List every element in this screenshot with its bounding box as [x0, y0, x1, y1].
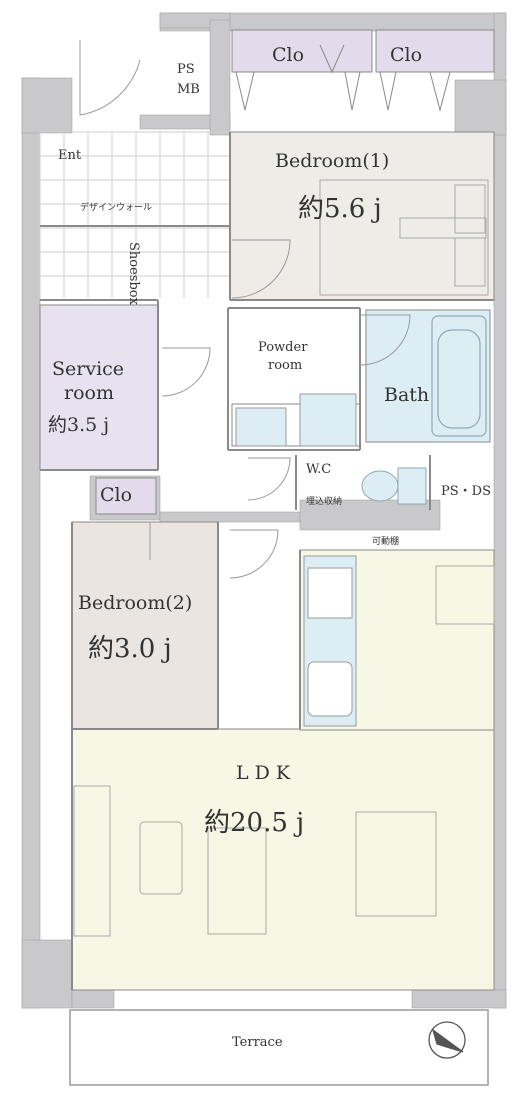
basin	[235, 407, 287, 447]
closet2-label: Clo	[100, 484, 133, 506]
wall-left-top-column	[21, 77, 73, 134]
stove-icon	[307, 567, 353, 619]
terrace-area	[69, 1009, 489, 1086]
ldk-furniture	[73, 565, 495, 937]
door-swings	[79, 40, 411, 579]
wall-right-column	[454, 79, 507, 136]
wall-left	[21, 77, 41, 1009]
ps-mb-label-1: PS	[177, 62, 195, 77]
powder-name-2: room	[268, 358, 303, 373]
ps-mb-label-2: MB	[177, 82, 200, 97]
ldk-floor	[71, 728, 495, 991]
washer	[299, 393, 357, 447]
built-in-storage-label: 埋込収納	[306, 497, 343, 507]
wall-psmb	[209, 19, 231, 136]
ps-ds-label: PS・DS	[441, 484, 491, 499]
ldk-size: 約20.5 j	[204, 808, 305, 838]
design-wall-label: デザインウォール	[80, 203, 153, 213]
dining-table	[355, 811, 437, 917]
bath-floor	[365, 309, 491, 443]
toilet-icon	[361, 467, 427, 505]
bedroom1-size: 約5.6 j	[298, 194, 382, 224]
terrace-label: Terrace	[232, 1035, 283, 1050]
bath-door-swing	[359, 314, 411, 366]
bed	[319, 179, 489, 296]
fridge-space	[435, 565, 495, 625]
wall-right	[493, 12, 507, 1009]
closet2-floor	[95, 477, 157, 515]
wall-bed2-top	[159, 511, 301, 523]
closet1b-label: Clo	[390, 44, 423, 66]
bedroom2-name: Bedroom(2)	[78, 592, 193, 614]
powder-fixtures	[235, 393, 357, 447]
sofa	[207, 827, 267, 935]
entrance-door-swing	[79, 40, 141, 116]
wall-bottom-left	[71, 989, 115, 1009]
wall-bottom-right	[411, 989, 507, 1009]
service-name-1: Service	[52, 358, 125, 380]
bathtub-icon	[431, 315, 487, 437]
low-table	[139, 821, 183, 895]
bedroom1-name: Bedroom(1)	[275, 150, 390, 172]
service-room-floor	[39, 304, 159, 471]
bedroom2-size: 約3.0 j	[88, 634, 172, 664]
bath-name: Bath	[384, 384, 430, 406]
bedroom2-floor	[71, 521, 219, 730]
tv-board	[73, 785, 111, 937]
wall-left-column	[21, 939, 73, 1009]
powder-name-1: Powder	[258, 340, 308, 355]
closet1a-label: Clo	[272, 44, 305, 66]
bedroom1-door-swing	[231, 239, 291, 299]
closet1a-floor	[231, 29, 373, 73]
sink-icon	[307, 661, 353, 717]
ldk-name: L D K	[236, 762, 291, 784]
closet1b-floor	[375, 29, 495, 73]
wc-door-swing	[247, 457, 291, 501]
kitchen-counter	[303, 555, 357, 727]
service-door-swing	[161, 347, 211, 397]
north-arrow-icon	[428, 1021, 466, 1059]
service-size: 約3.5 j	[48, 414, 110, 436]
shoesbox-label: Shoesbox	[126, 242, 141, 305]
wc-name: W.C	[306, 462, 332, 477]
closet1a-fold	[319, 44, 345, 74]
service-name-2: room	[64, 382, 114, 404]
entrance-label: Ent	[58, 148, 82, 163]
closet1b-door-2	[429, 71, 451, 112]
adjustable-shelf-label: 可動棚	[372, 537, 400, 547]
closet1a-door	[235, 71, 255, 111]
entrance-tiles	[39, 131, 230, 298]
closet1a-door-2	[344, 71, 361, 111]
wall-kitchen-top	[299, 499, 441, 531]
partitions	[40, 132, 494, 990]
closet-doors	[235, 44, 451, 112]
bedroom2-door-swing	[229, 529, 279, 579]
closet1b-door	[379, 71, 397, 111]
